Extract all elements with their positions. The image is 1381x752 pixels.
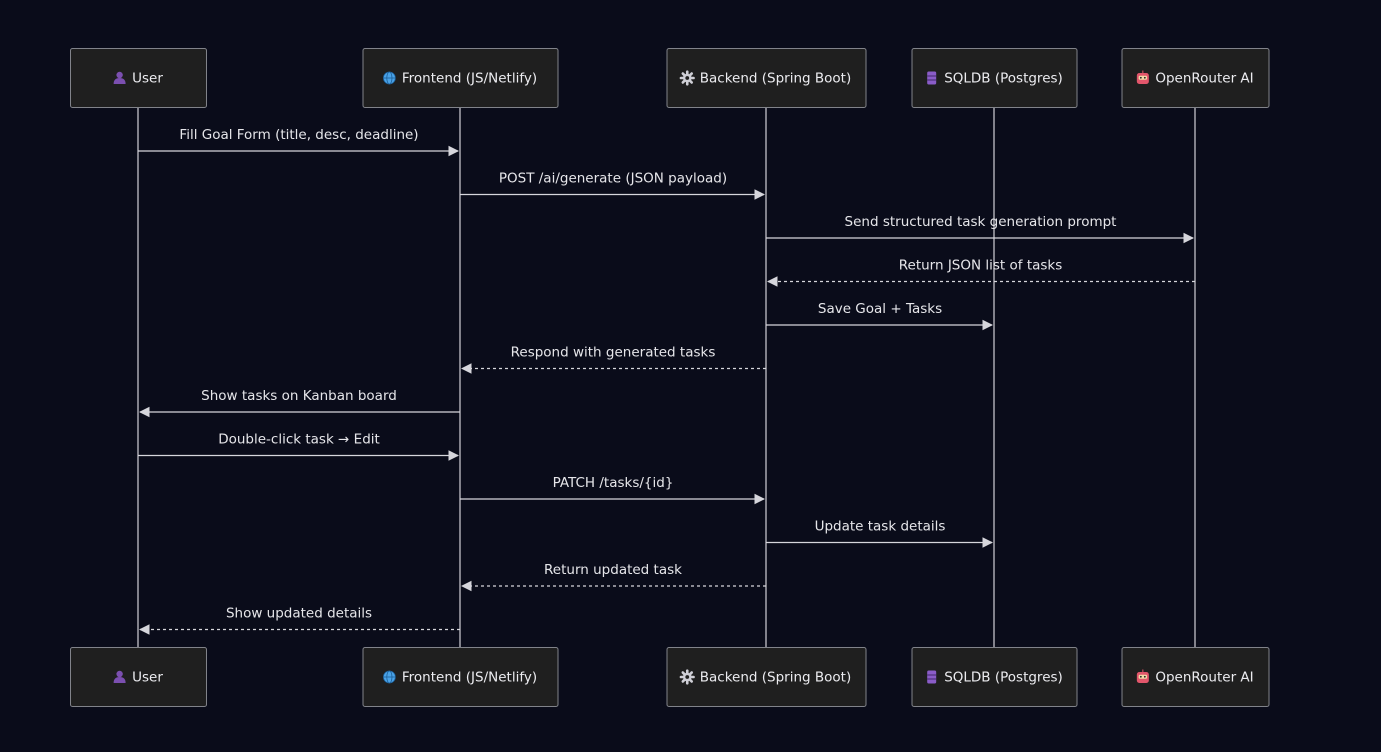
database-icon: [927, 71, 937, 85]
message-9: PATCH /tasks/{id}: [460, 475, 766, 505]
message-5: Save Goal + Tasks: [766, 301, 994, 331]
participant-label: SQLDB (Postgres): [944, 670, 1063, 686]
message-label: PATCH /tasks/{id}: [553, 475, 674, 491]
participant-label: OpenRouter AI: [1155, 670, 1253, 686]
participant-db-bottom: SQLDB (Postgres): [911, 647, 1078, 707]
participant-label: Frontend (JS/Netlify): [402, 670, 537, 686]
message-label: Send structured task generation prompt: [845, 214, 1117, 230]
gear-icon: [679, 70, 695, 86]
participant-backend-bottom: Backend (Spring Boot): [666, 647, 867, 707]
participant-label: OpenRouter AI: [1155, 71, 1253, 87]
participant-db-top: SQLDB (Postgres): [911, 48, 1078, 108]
message-3: Send structured task generation prompt: [766, 214, 1195, 244]
message-label: Return updated task: [544, 562, 682, 578]
message-label: Show tasks on Kanban board: [201, 388, 397, 404]
gear-icon: [679, 669, 695, 685]
message-12: Show updated details: [138, 606, 460, 635]
message-1: Fill Goal Form (title, desc, deadline): [138, 127, 460, 157]
message-11: Return updated task: [460, 562, 766, 592]
participant-label: User: [132, 670, 163, 686]
participant-label: Backend (Spring Boot): [700, 670, 851, 686]
message-label: Save Goal + Tasks: [818, 301, 942, 317]
participant-backend-top: Backend (Spring Boot): [666, 48, 867, 108]
message-10: Update task details: [766, 519, 994, 548]
message-8: Double-click task → Edit: [138, 432, 460, 461]
message-label: Show updated details: [226, 606, 372, 622]
message-label: Return JSON list of tasks: [899, 258, 1063, 274]
message-label: Fill Goal Form (title, desc, deadline): [179, 127, 418, 143]
message-label: Update task details: [815, 519, 946, 535]
participant-label: Frontend (JS/Netlify): [402, 71, 537, 87]
person-icon: [113, 670, 126, 683]
messages: Fill Goal Form (title, desc, deadline) PO…: [138, 127, 1195, 635]
participant-ai-top: OpenRouter AI: [1121, 48, 1270, 108]
participant-user-bottom: User: [70, 647, 207, 707]
globe-icon: [382, 71, 396, 85]
message-7: Show tasks on Kanban board: [138, 388, 460, 418]
robot-icon: [1136, 669, 1149, 683]
lifelines: [137, 107, 1196, 647]
person-icon: [113, 71, 126, 84]
message-4: Return JSON list of tasks: [766, 258, 1195, 287]
participant-frontend-top: Frontend (JS/Netlify): [362, 48, 559, 108]
participant-label: SQLDB (Postgres): [944, 71, 1063, 87]
globe-icon: [382, 670, 396, 684]
participants-top: User Frontend (JS/Netlify) Backend (Spring…: [70, 48, 1270, 108]
participant-label: User: [132, 71, 163, 87]
participant-ai-bottom: OpenRouter AI: [1121, 647, 1270, 707]
participant-label: Backend (Spring Boot): [700, 71, 851, 87]
participant-frontend-bottom: Frontend (JS/Netlify): [362, 647, 559, 707]
message-label: POST /ai/generate (JSON payload): [499, 171, 727, 187]
message-label: Respond with generated tasks: [511, 345, 716, 361]
message-6: Respond with generated tasks: [460, 345, 766, 374]
message-label: Double-click task → Edit: [218, 432, 380, 448]
participant-user-top: User: [70, 48, 207, 108]
message-2: POST /ai/generate (JSON payload): [460, 171, 766, 200]
participants-bottom: User Frontend (JS/Netlify) Backend (Spring…: [70, 647, 1270, 707]
robot-icon: [1136, 70, 1149, 84]
database-icon: [927, 670, 937, 684]
